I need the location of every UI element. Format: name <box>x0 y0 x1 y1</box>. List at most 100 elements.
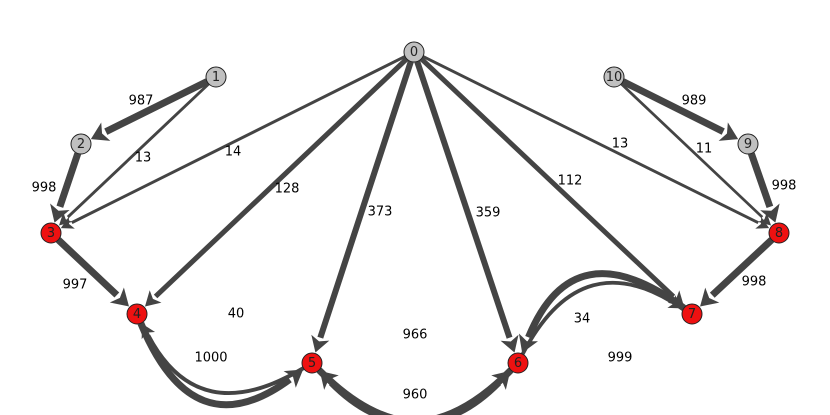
node-label: 10 <box>606 70 623 85</box>
node-9: 9 <box>737 133 759 155</box>
edge-weight-label-5-6: 960 <box>403 388 428 403</box>
edge-10-to-9 <box>621 78 739 141</box>
node-circle <box>205 66 227 88</box>
edge-2-to-3 <box>50 152 82 223</box>
node-circle <box>301 352 323 374</box>
node-label: 2 <box>77 137 85 152</box>
edge-arrowhead <box>500 334 519 353</box>
edge-arrowhead <box>50 203 70 223</box>
edge-4-to-5 <box>137 321 304 409</box>
node-label: 7 <box>688 307 696 322</box>
node-1: 1 <box>205 66 227 88</box>
edge-line <box>55 237 120 298</box>
edge-9-to-8 <box>747 152 780 223</box>
edge-arrowhead <box>700 287 720 307</box>
edge-line <box>146 334 305 396</box>
node-circle <box>70 133 92 155</box>
node-10: 10 <box>603 66 625 88</box>
edge-7-to-6 <box>518 270 687 353</box>
edge-10-to-8 <box>620 82 772 226</box>
node-label: 5 <box>308 356 316 371</box>
edge-line <box>71 55 406 224</box>
edge-line <box>56 152 82 208</box>
edge-weight-label-1-3: 13 <box>135 151 152 166</box>
edge-weight-label-3-4: 997 <box>63 278 88 293</box>
node-circle <box>126 303 148 325</box>
edge-arrowhead <box>757 212 772 226</box>
edge-0-to-6 <box>414 60 519 353</box>
node-circle <box>403 41 425 63</box>
node-6: 6 <box>507 352 529 374</box>
edge-weight-label-4-5: 1000 <box>194 351 227 366</box>
edge-weight-label-10-8: 11 <box>696 142 713 157</box>
edge-line <box>709 237 775 298</box>
edge-line <box>525 270 687 339</box>
node-circle <box>768 222 790 244</box>
edge-8-to-7 <box>700 237 775 307</box>
edge-arrowhead <box>144 290 162 307</box>
node-label: 8 <box>775 226 783 241</box>
edge-arrowhead <box>311 334 330 353</box>
edge-weight-label-0-4: 128 <box>275 182 300 197</box>
edge-weight-label-1-2: 987 <box>129 94 154 109</box>
node-5: 5 <box>301 352 323 374</box>
edge-arrowhead <box>491 370 511 390</box>
edge-line <box>66 82 210 219</box>
edge-weight-label-6-7: 34 <box>574 312 591 327</box>
node-0: 0 <box>403 41 425 63</box>
edge-0-to-3 <box>60 55 406 229</box>
node-8: 8 <box>768 222 790 244</box>
edge-weight-label-2-3: 998 <box>32 181 57 196</box>
edge-weight-label-5-4: 40 <box>228 307 245 322</box>
edge-line <box>153 57 409 299</box>
edge-5-to-6 <box>316 367 511 415</box>
edge-line <box>520 280 673 356</box>
edge-weight-label-0-7: 112 <box>558 174 583 189</box>
node-label: 6 <box>514 356 522 371</box>
edge-0-to-4 <box>144 57 409 307</box>
edge-arrowhead <box>518 333 539 353</box>
node-3: 3 <box>40 222 62 244</box>
edge-line <box>620 82 764 219</box>
edge-0-to-8 <box>422 55 770 229</box>
edge-line <box>422 55 759 224</box>
node-4: 4 <box>126 303 148 325</box>
node-label: 3 <box>47 226 55 241</box>
edge-weight-label-0-6: 359 <box>476 206 501 221</box>
edge-line <box>316 367 502 415</box>
edge-1-to-2 <box>90 78 209 141</box>
edge-arrowhead <box>60 216 75 229</box>
node-label: 9 <box>744 137 752 152</box>
edge-weight-label-0-8: 13 <box>612 137 629 152</box>
edge-line <box>414 60 513 339</box>
edge-line <box>419 57 676 299</box>
edge-weight-label-6-5: 966 <box>403 328 428 343</box>
edge-arrowhead <box>109 287 129 307</box>
node-7: 7 <box>681 303 703 325</box>
node-circle <box>507 352 529 374</box>
edge-line <box>621 78 725 135</box>
node-label: 4 <box>133 307 141 322</box>
edge-arrowhead <box>283 369 304 388</box>
edge-arrowhead <box>718 122 739 141</box>
edge-0-to-5 <box>311 60 414 353</box>
node-label: 0 <box>410 45 418 60</box>
edge-arrowhead <box>90 122 111 141</box>
node-circle <box>603 66 625 88</box>
edge-line <box>104 78 209 135</box>
edge-weight-label-0-5: 373 <box>368 205 393 220</box>
edge-weight-label-8-7: 998 <box>742 275 767 290</box>
node-circle <box>40 222 62 244</box>
edge-line <box>747 152 774 208</box>
edge-line <box>137 321 292 409</box>
edge-3-to-4 <box>55 237 129 307</box>
node-circle <box>681 303 703 325</box>
node-label: 1 <box>212 70 220 85</box>
node-2: 2 <box>70 133 92 155</box>
node-circle <box>737 133 759 155</box>
edge-weight-label-0-3: 14 <box>225 145 242 160</box>
edge-weight-label-7-6: 999 <box>608 351 633 366</box>
edge-arrowhead <box>760 203 780 223</box>
edge-line <box>317 60 414 339</box>
